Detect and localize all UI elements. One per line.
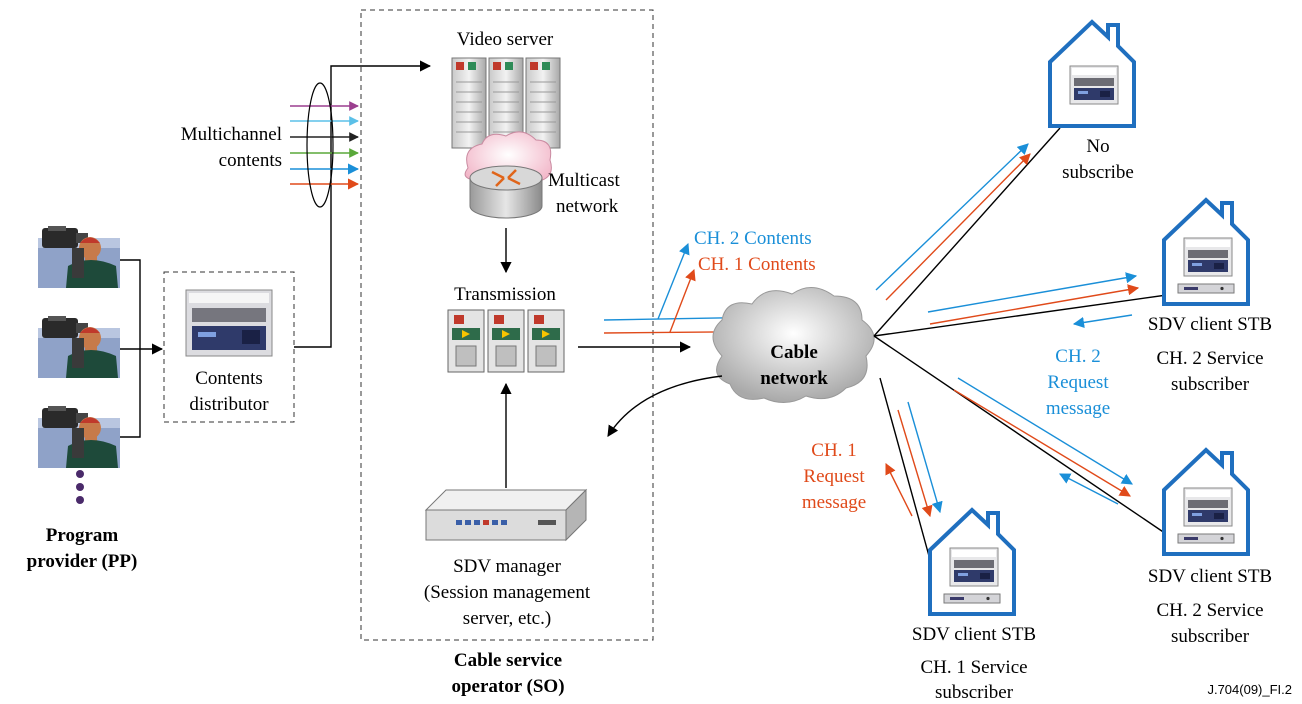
ch2-request-label-2: Request (1047, 372, 1109, 393)
more-providers-dots (76, 470, 84, 504)
cable-operator-label-2: operator (SO) (451, 676, 564, 697)
ch2-service-bottom-label: CH. 2 Service (1156, 600, 1263, 621)
ch1-contents-label: CH. 1 Contents (698, 254, 816, 275)
house-icon (1162, 448, 1250, 556)
sdv-manager-label-3: server, etc.) (463, 608, 551, 629)
distributor-device-icon (185, 289, 273, 357)
router-icon (464, 131, 552, 219)
house-icon (1048, 20, 1136, 128)
sdv-manager-label: SDV manager (453, 556, 561, 577)
house-icon (928, 508, 1016, 616)
house-icon (1162, 198, 1250, 306)
ch2-request-label-3: message (1046, 398, 1110, 419)
ch1-request-label: CH. 1 (811, 440, 856, 461)
transmission-rack-icon (447, 309, 565, 373)
ch2-service-bottom-label-2: subscriber (1171, 626, 1250, 647)
program-provider-label: Program (46, 525, 119, 546)
ch2-service-top-label-2: subscriber (1171, 374, 1250, 395)
contents-distributor-label: Contents (195, 368, 263, 389)
multichannel-label-2: contents (219, 150, 282, 171)
stb-bottom-right-label: SDV client STB (1148, 566, 1272, 587)
sdv-manager-label-2: (Session management (424, 582, 591, 603)
ch1-service-label-2: subscriber (935, 682, 1014, 703)
manager-box-icon (424, 488, 588, 542)
cable-service-operator-box (360, 9, 654, 641)
multicast-label-2: network (556, 196, 619, 217)
ch2-contents-label: CH. 2 Contents (694, 228, 812, 249)
ch1-request-label-3: message (802, 492, 866, 513)
ch2-service-top-label: CH. 2 Service (1156, 348, 1263, 369)
cable-network-label: Cable (770, 342, 818, 363)
ch2-request-label: CH. 2 (1055, 346, 1100, 367)
multicast-label: Multicast (548, 170, 620, 191)
cloud-icon (712, 287, 875, 403)
stb-bottom-center-label: SDV client STB (912, 624, 1036, 645)
no-subscribe-label-2: subscribe (1062, 162, 1134, 183)
channel-bundle-ellipse (306, 82, 334, 208)
program-provider-label-2: provider (PP) (27, 551, 138, 572)
cable-operator-label: Cable service (454, 650, 562, 671)
ch1-request-label-2: Request (803, 466, 865, 487)
cable-network-label-2: network (760, 368, 828, 389)
contents-distributor-label-2: distributor (189, 394, 269, 415)
video-server-label: Video server (457, 29, 554, 50)
stb-top-label: SDV client STB (1148, 314, 1272, 335)
transmission-label: Transmission (454, 284, 556, 305)
camera-operator-icon (38, 226, 120, 468)
ch1-service-label: CH. 1 Service (920, 657, 1027, 678)
figure-id-label: J.704(09)_FI.2 (1207, 682, 1292, 697)
channel-arrows (290, 101, 360, 190)
no-subscribe-label: No (1086, 136, 1109, 157)
server-rack-icon (451, 57, 561, 149)
contents-distributor-box (163, 271, 295, 423)
multichannel-label: Multichannel (181, 124, 282, 145)
